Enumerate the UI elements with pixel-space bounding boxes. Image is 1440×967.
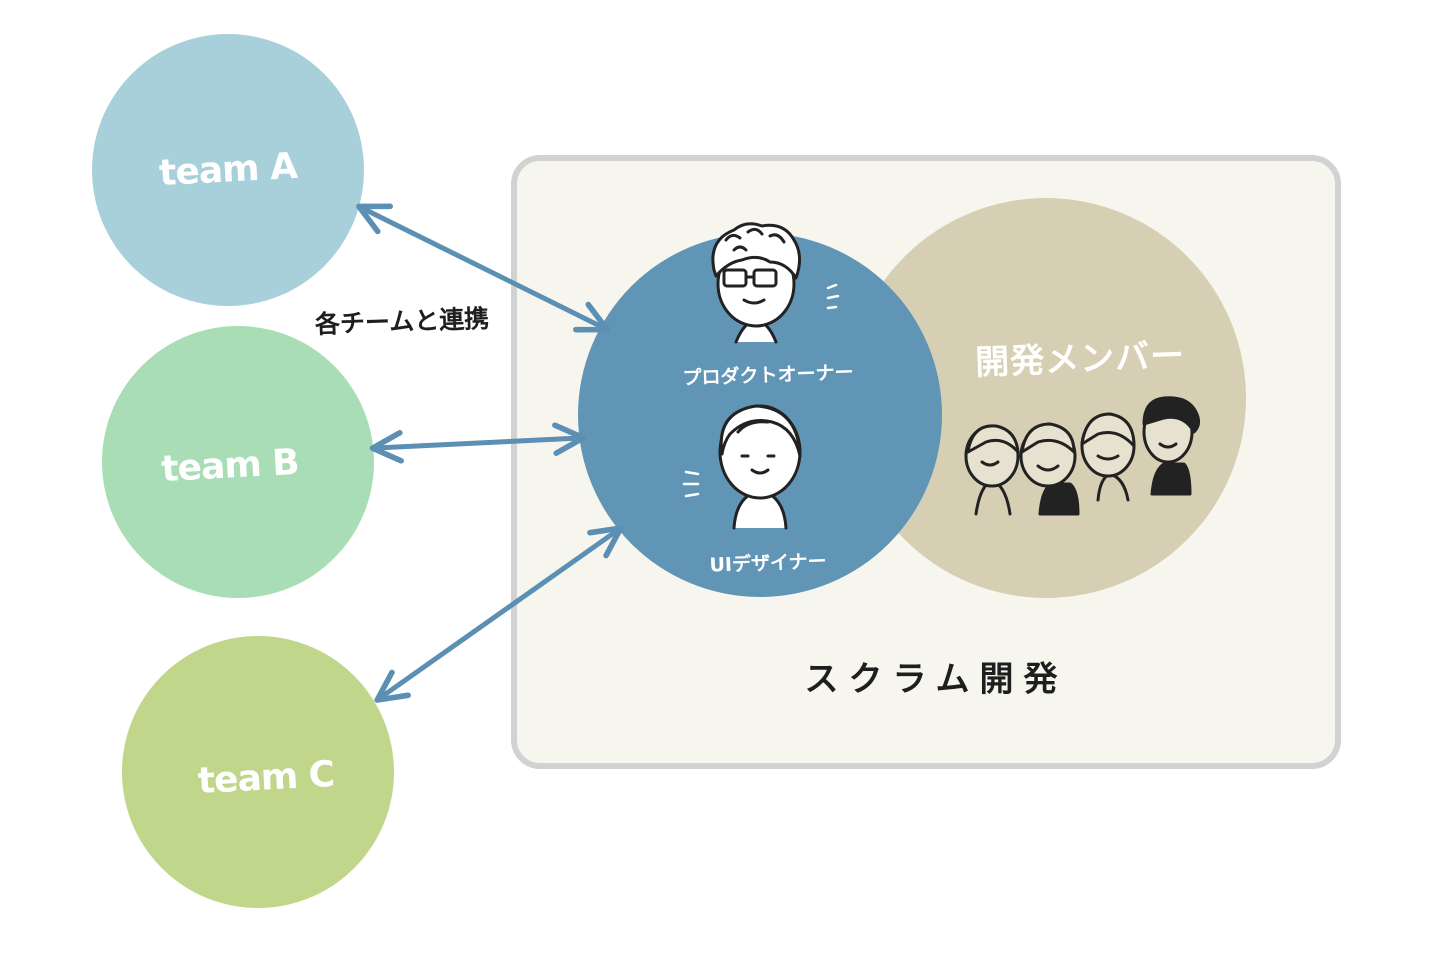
team-a-circle [92,34,364,306]
team-c-circle [122,636,394,908]
team-b-circle [102,326,374,598]
